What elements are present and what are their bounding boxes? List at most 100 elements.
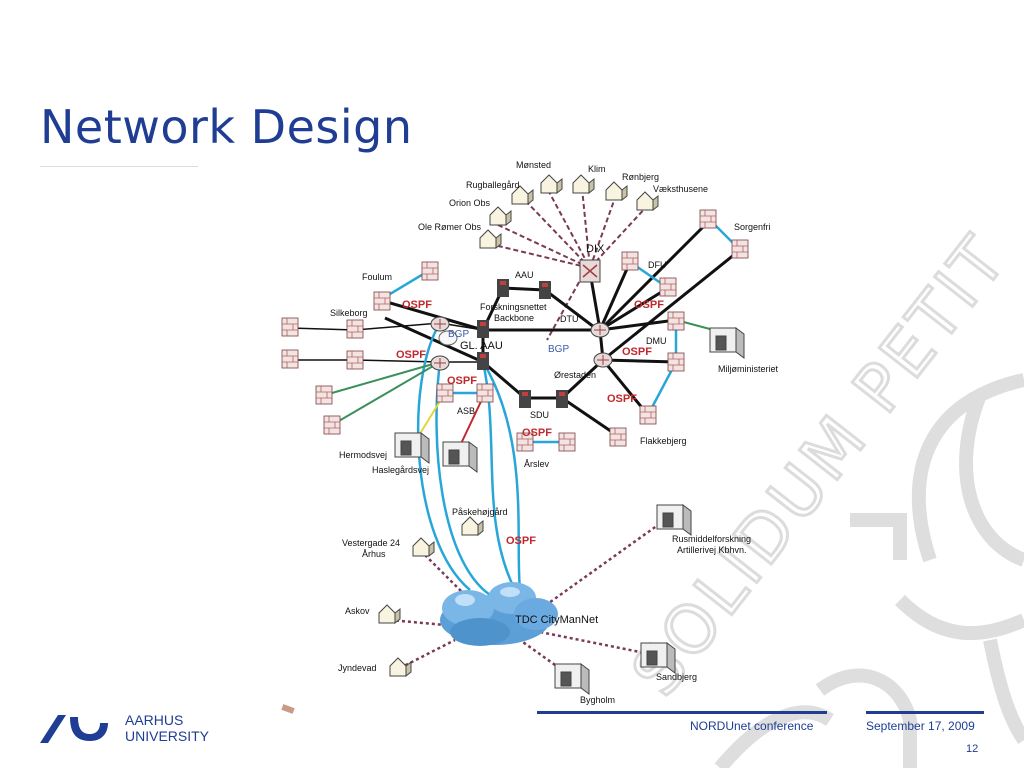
building-icon — [554, 663, 590, 695]
conference-name: NORDUnet conference — [690, 719, 814, 733]
house-icon — [389, 657, 412, 678]
ospf-label: OSPF — [506, 535, 536, 547]
firewall-icon — [516, 432, 534, 452]
slide-title: Network Design — [40, 100, 413, 154]
firewall-icon — [639, 405, 657, 425]
label-orion: Orion Obs — [449, 198, 491, 208]
ospf-label: OSPF — [396, 349, 426, 361]
firewall-icon — [436, 383, 454, 403]
firewall-icon — [421, 261, 439, 281]
university-line2: UNIVERSITY — [125, 728, 210, 744]
label-klim: Klim — [588, 164, 606, 174]
ospf-label: OSPF — [447, 375, 477, 387]
building-icon — [442, 441, 478, 473]
ospf-label: OSPF — [622, 346, 652, 358]
watermark-seal — [714, 373, 1024, 768]
building-icon — [640, 642, 676, 674]
cloud-dashed-links — [389, 518, 666, 674]
router-icons — [430, 259, 613, 408]
switch-icon — [477, 352, 489, 370]
firewall-icons — [281, 209, 749, 452]
label-vestergade: Vestergade 24 — [342, 538, 400, 548]
house-icon — [479, 229, 502, 250]
house-icon — [461, 516, 484, 537]
aarhus-university-logo-icon — [40, 715, 108, 743]
house-icon — [378, 604, 401, 625]
firewall-icon — [667, 311, 685, 331]
firewall-icon — [731, 239, 749, 259]
label-sandbjerg: Sandbjerg — [656, 672, 697, 682]
firewall-icon — [281, 349, 299, 369]
router-icon — [430, 355, 450, 371]
building-icon — [394, 432, 430, 464]
site-labels: Mønsted Klim Rønbjerg Rugballegård Vækst… — [330, 160, 779, 705]
label-glau: GL. AAU — [460, 340, 503, 352]
firewall-icon — [373, 291, 391, 311]
house-icon — [489, 206, 512, 227]
label-asb: ASB — [457, 406, 475, 416]
bgp-label: BGP — [448, 329, 469, 340]
firewall-icon — [609, 427, 627, 447]
switch-icon — [477, 320, 489, 338]
firewall-icon — [346, 350, 364, 370]
label-orestaden: Ørestaden — [554, 370, 596, 380]
firewall-icon — [558, 432, 576, 452]
label-rusmiddel: Rusmiddelforskning — [672, 534, 751, 544]
label-hermodsvej: Hermodsvej — [339, 450, 387, 460]
house-icon — [636, 191, 659, 212]
label-paskehojgard: Påskehøjgård — [452, 507, 508, 517]
label-tdc: TDC CityManNet — [515, 614, 598, 626]
firewall-icon — [476, 383, 494, 403]
label-miljo: Miljøministeriet — [718, 364, 779, 374]
page-number: 12 — [966, 743, 979, 755]
firewall-icon — [281, 317, 299, 337]
router-icon — [590, 322, 610, 338]
dix-dashed-links — [489, 187, 649, 341]
ospf-label: OSPF — [402, 299, 432, 311]
label-backbone2: Backbone — [494, 313, 534, 323]
building-icon — [709, 327, 745, 359]
switch-icon — [556, 390, 568, 408]
title-underline — [40, 166, 198, 167]
firewall-icon — [699, 209, 717, 229]
label-foulum: Foulum — [362, 272, 392, 282]
router-icon — [438, 330, 458, 346]
label-arhus: Århus — [362, 549, 386, 559]
label-bygholm: Bygholm — [580, 695, 615, 705]
label-dtu: DTU — [560, 314, 579, 324]
ospf-label: OSPF — [522, 427, 552, 439]
switch-icon — [519, 390, 531, 408]
tdc-cloud-icon — [440, 582, 558, 646]
footer-bar — [866, 711, 984, 714]
house-icon — [605, 181, 628, 202]
firewall-icon — [667, 352, 685, 372]
label-jyndevad: Jyndevad — [338, 663, 377, 673]
bgp-label: BGP — [548, 344, 569, 355]
university-name: AARHUS UNIVERSITY — [125, 712, 209, 744]
firewall-icon — [315, 385, 333, 405]
label-dmu: DMU — [646, 336, 667, 346]
building-icon — [656, 504, 692, 536]
label-silkeborg: Silkeborg — [330, 308, 368, 318]
label-arslev: Årslev — [524, 459, 550, 469]
small-decoration — [281, 704, 295, 714]
label-ole-romer: Ole Rømer Obs — [418, 222, 482, 232]
house-icon — [540, 174, 563, 195]
house-icon — [412, 537, 435, 558]
building-icons — [394, 327, 745, 695]
label-artillerivej: Artillerivej Kbhvn. — [677, 545, 747, 555]
firewall-icon — [323, 415, 341, 435]
university-line1: AARHUS — [125, 712, 184, 728]
label-rugballegard: Rugballegård — [466, 180, 520, 190]
switch-icon — [497, 279, 509, 297]
slide-date: September 17, 2009 — [866, 719, 975, 733]
label-dix: DIX — [586, 243, 605, 255]
label-haslegardsvej: Haslegårdsvej — [372, 465, 429, 475]
footer-bar — [537, 711, 827, 714]
label-ronbjerg: Rønbjerg — [622, 172, 659, 182]
red-link — [457, 392, 486, 451]
label-vaeksthusene: Væksthusene — [653, 184, 708, 194]
house-icon — [511, 185, 534, 206]
label-monsted: Mønsted — [516, 160, 551, 170]
